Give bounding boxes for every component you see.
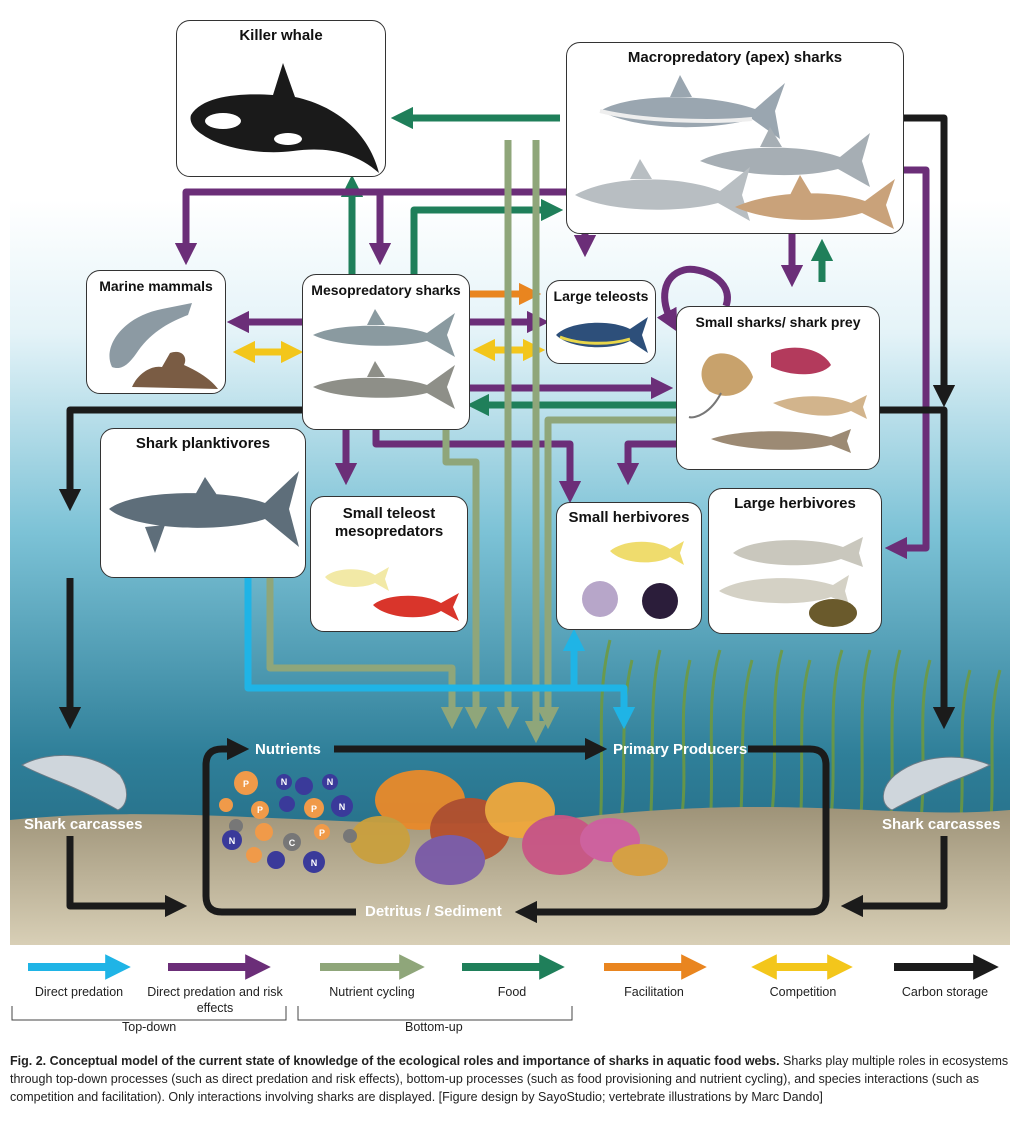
- primary-producers-label: Primary Producers: [613, 741, 748, 758]
- killer-whale-title: Killer whale: [239, 27, 323, 44]
- svg-text:N: N: [327, 777, 334, 787]
- caption-text: Sharks play multiple roles in ecosystems…: [10, 1054, 1009, 1104]
- large-herbivore-icons: [719, 537, 863, 627]
- mesopredatory-sharks-title: Mesopredatory sharks: [311, 282, 461, 298]
- svg-text:P: P: [243, 779, 249, 789]
- svg-text:P: P: [311, 804, 317, 814]
- small-herbivores-title: Small herbivores: [568, 509, 690, 526]
- svg-text:C: C: [289, 838, 296, 848]
- small-herbivore-icons: [582, 541, 684, 619]
- svg-text:N: N: [281, 777, 288, 787]
- svg-text:N: N: [339, 802, 346, 812]
- legend-direct-predation: Direct predation: [34, 985, 124, 999]
- node-small-teleost-mesopredators: Small teleost mesopredators: [310, 496, 468, 632]
- killer-whale-icon: [190, 63, 379, 173]
- node-small-herbivores: Small herbivores: [556, 502, 702, 630]
- group-top-down: Top-down: [122, 1020, 177, 1034]
- svg-text:P: P: [319, 828, 325, 838]
- large-teleosts-title: Large teleosts: [553, 288, 649, 304]
- node-apex-sharks: Macropredatory (apex) sharks: [566, 42, 904, 234]
- node-large-herbivores: Large herbivores: [708, 488, 882, 634]
- mesopredatory-shark-icons: [313, 309, 455, 409]
- node-large-teleosts: Large teleosts: [546, 280, 656, 364]
- legend-nutrient-cycling: Nutrient cycling: [329, 985, 415, 999]
- svg-text:N: N: [229, 836, 236, 846]
- svg-text:N: N: [311, 858, 318, 868]
- shark-carcasses-left-label: Shark carcasses: [24, 816, 143, 833]
- detritus-sediment-label: Detritus / Sediment: [365, 903, 502, 920]
- shark-carcasses-right-label: Shark carcasses: [882, 816, 1001, 833]
- large-herbivores-title: Large herbivores: [734, 495, 856, 512]
- legend-food: Food: [497, 985, 527, 999]
- shark-planktivores-title: Shark planktivores: [135, 435, 271, 452]
- legend-facilitation: Facilitation: [624, 985, 684, 999]
- legend-direct-predation-risk: Direct predation and risk effects: [147, 985, 283, 1015]
- legend-carbon-storage: Carbon storage: [901, 985, 989, 999]
- shark-carcass-left-icon: [21, 754, 127, 811]
- caption-bold: Fig. 2. Conceptual model of the current …: [10, 1054, 780, 1068]
- node-mesopredatory-sharks: Mesopredatory sharks: [302, 274, 470, 430]
- tuna-icon: [556, 317, 648, 353]
- small-teleost-mesopredators-title: Small teleost mesopredators: [334, 505, 444, 540]
- node-small-sharks: Small sharks/ shark prey: [676, 306, 880, 470]
- node-shark-planktivores: Shark planktivores: [100, 428, 306, 578]
- group-bottom-up: Bottom-up: [405, 1020, 463, 1034]
- legend-competition: Competition: [769, 985, 837, 999]
- apex-shark-icons: [575, 75, 895, 229]
- node-killer-whale: Killer whale: [176, 20, 386, 177]
- small-teleost-icons: [325, 567, 459, 621]
- svg-text:P: P: [257, 805, 263, 815]
- small-shark-prey-icons: [688, 347, 867, 453]
- shark-carcass-right-icon: [882, 756, 992, 811]
- marine-mammals-title: Marine mammals: [99, 278, 213, 294]
- node-marine-mammals: Marine mammals: [86, 270, 226, 394]
- dolphin-sealion-icon: [109, 303, 218, 389]
- whale-shark-icon: [109, 471, 299, 553]
- small-sharks-title: Small sharks/ shark prey: [695, 314, 861, 330]
- figure-caption: Fig. 2. Conceptual model of the current …: [10, 1052, 1010, 1106]
- apex-sharks-title: Macropredatory (apex) sharks: [627, 49, 843, 66]
- nutrients-label: Nutrients: [255, 741, 321, 758]
